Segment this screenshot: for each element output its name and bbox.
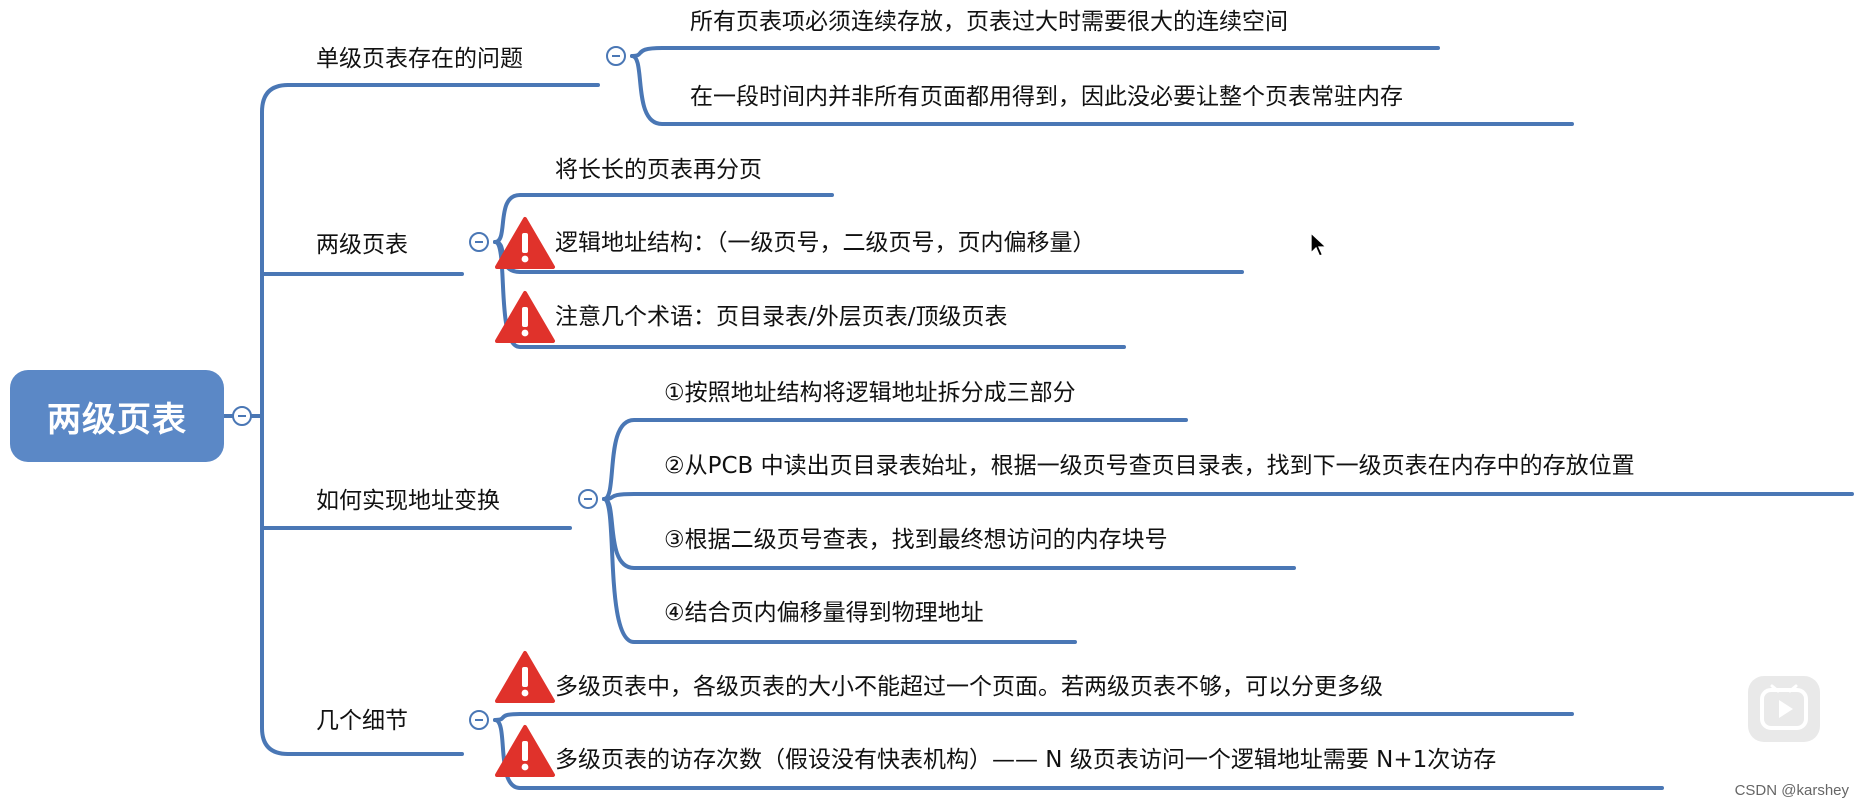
branch-child[interactable]: ④结合页内偏移量得到物理地址 bbox=[664, 600, 984, 626]
child-connector bbox=[602, 418, 1188, 501]
warning-icon bbox=[495, 651, 555, 703]
collapse-icon[interactable] bbox=[469, 232, 489, 252]
cursor-icon bbox=[1310, 232, 1328, 257]
branch-child[interactable]: 多级页表的访存次数（假设没有快表机构）—— N 级页表访问一个逻辑地址需要 N+… bbox=[555, 747, 1497, 773]
child-connector bbox=[493, 193, 834, 244]
branch-label[interactable]: 如何实现地址变换 bbox=[316, 488, 500, 514]
branch-child[interactable]: ③根据二级页号查表，找到最终想访问的内存块号 bbox=[664, 527, 1168, 553]
collapse-icon[interactable] bbox=[606, 46, 626, 66]
branch-child[interactable]: 注意几个术语：页目录表/外层页表/顶级页表 bbox=[555, 304, 1008, 330]
warning-icon bbox=[495, 291, 555, 343]
play-icon bbox=[1760, 684, 1808, 730]
branch-child[interactable]: 将长长的页表再分页 bbox=[555, 157, 762, 183]
branch-child[interactable]: ②从PCB 中读出页目录表始址，根据一级页号查页目录表，找到下一级页表在内存中的… bbox=[664, 453, 1635, 479]
root-node[interactable]: 两级页表 bbox=[10, 370, 224, 462]
branch-child[interactable]: 在一段时间内并非所有页面都用得到，因此没必要让整个页表常驻内存 bbox=[690, 84, 1403, 110]
play-button[interactable] bbox=[1748, 676, 1820, 742]
trunk-line bbox=[260, 83, 290, 756]
branch-child[interactable]: 多级页表中，各级页表的大小不能超过一个页面。若两级页表不够，可以分更多级 bbox=[555, 674, 1383, 700]
branch-child[interactable]: ①按照地址结构将逻辑地址拆分成三部分 bbox=[664, 380, 1076, 406]
branch-child[interactable]: 逻辑地址结构：（一级页号，二级页号，页内偏移量） bbox=[555, 230, 1096, 256]
collapse-icon[interactable] bbox=[232, 406, 252, 426]
child-connector bbox=[493, 712, 1574, 722]
child-connector bbox=[602, 492, 1854, 501]
branch-label[interactable]: 几个细节 bbox=[316, 708, 408, 734]
branch-label[interactable]: 两级页表 bbox=[316, 232, 408, 258]
watermark: CSDN @karshey bbox=[1734, 782, 1849, 799]
child-connector bbox=[630, 46, 1440, 58]
child-connector bbox=[493, 240, 1126, 349]
child-connector bbox=[630, 54, 1574, 126]
collapse-icon[interactable] bbox=[469, 710, 489, 730]
child-connector bbox=[602, 497, 1077, 644]
warning-icon bbox=[495, 217, 555, 269]
collapse-icon[interactable] bbox=[578, 489, 598, 509]
branch-label[interactable]: 单级页表存在的问题 bbox=[316, 46, 523, 72]
root-label: 两级页表 bbox=[47, 399, 187, 440]
child-connector bbox=[493, 718, 1664, 790]
branch-child[interactable]: 所有页表项必须连续存放，页表过大时需要很大的连续空间 bbox=[690, 9, 1288, 35]
warning-icon bbox=[495, 725, 555, 777]
